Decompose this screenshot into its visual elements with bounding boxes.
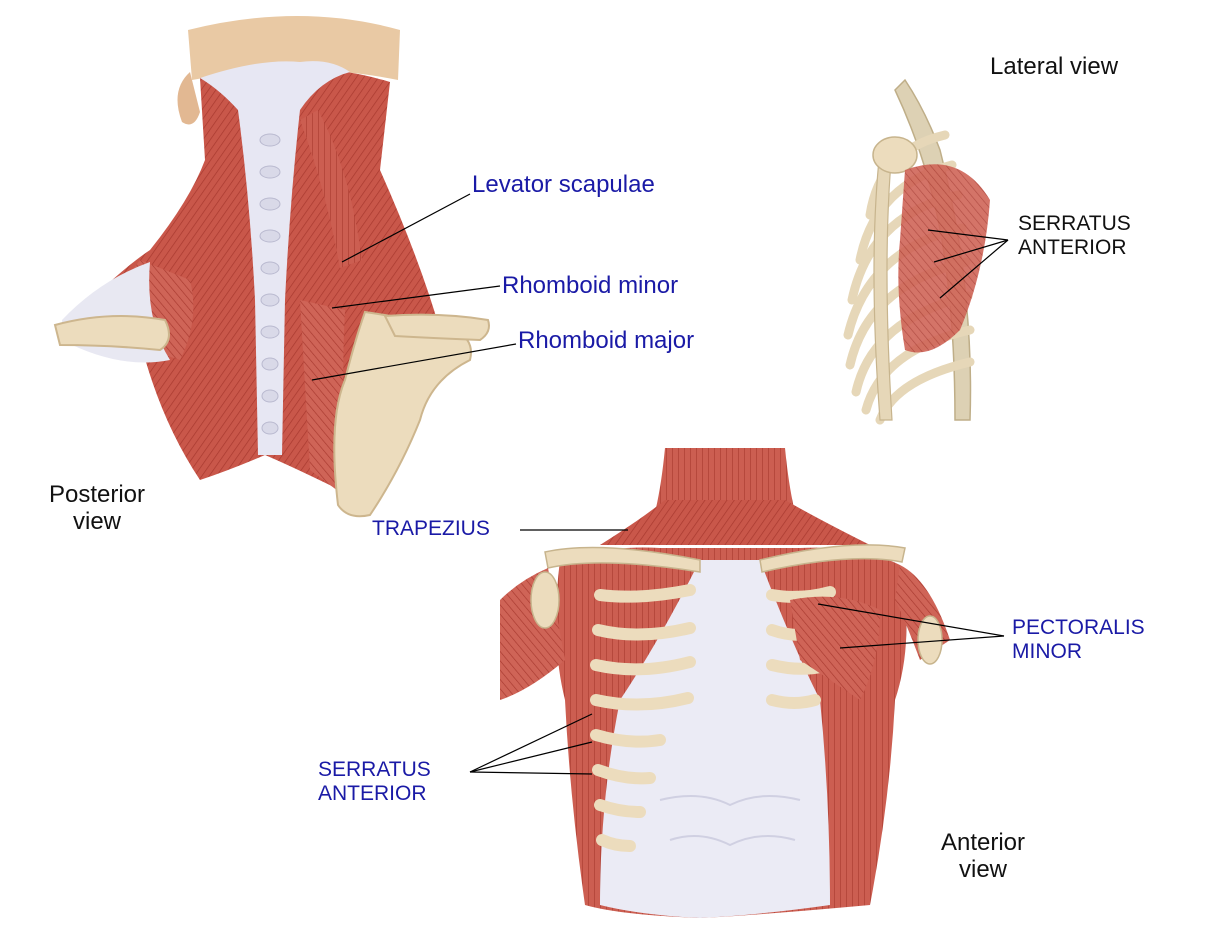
lateral-serratus-line1: SERRATUS	[1018, 212, 1131, 235]
serratus-anterior-leader-1	[469, 713, 593, 773]
pectoralis-minor-muscle	[790, 596, 880, 700]
posterior-view-line1: Posterior	[48, 481, 146, 508]
acromion-right	[383, 313, 490, 342]
rhomboid-major-leader-line	[311, 343, 517, 381]
rhomboid-major-label: Rhomboid major	[518, 327, 695, 354]
lateral-serratus-leader-1	[927, 229, 1009, 241]
pectoralis-line2: MINOR	[1012, 639, 1082, 663]
clavicle-right-anterior	[759, 544, 906, 573]
serratus-anterior-label: SERRATUS ANTERIOR	[318, 758, 431, 805]
rhomboid-minor-label: Rhomboid minor	[502, 272, 679, 299]
anterior-view-line2: view	[958, 855, 1007, 883]
lateral-view-label: Lateral view	[990, 53, 1119, 80]
lateral-serratus-leader-2	[933, 239, 1009, 263]
lateral-shoulder	[872, 136, 918, 174]
anterior-trapezius	[600, 500, 870, 545]
levator-scapulae-muscle	[300, 110, 362, 268]
levator-scapulae-label: Levator scapulae	[472, 171, 655, 198]
serratus-line1: SERRATUS	[318, 758, 431, 781]
pectoralis-minor-label: PECTORALIS MINOR	[1012, 616, 1145, 663]
abdominal-fascia-detail	[659, 795, 801, 847]
ear-left	[177, 72, 200, 125]
levator-leader-line	[341, 193, 471, 263]
serratus-anterior-leader-2	[469, 741, 593, 773]
posterior-illustration	[53, 16, 517, 518]
anterior-view-label: Anterior view	[918, 829, 1048, 884]
lateral-illustration	[843, 78, 1009, 425]
vertebrae	[259, 133, 281, 435]
lateral-serratus-leader-3	[939, 239, 1009, 299]
linea-alba-fascia	[600, 560, 830, 918]
trapezius-label: TRAPEZIUS	[372, 517, 490, 540]
humerus-left	[530, 571, 560, 629]
pectoralis-leader-2	[839, 635, 1005, 649]
lateral-sternum	[873, 149, 893, 421]
anterior-view-line1: Anterior	[940, 829, 1026, 856]
pectoralis-leader-1	[817, 603, 1005, 637]
lateral-serratus-label: SERRATUS ANTERIOR	[1018, 212, 1131, 259]
head-skin	[188, 16, 400, 80]
serratus-anterior-leader-3	[469, 771, 593, 775]
clavicle-left	[53, 315, 170, 352]
lateral-serratus-line2: ANTERIOR	[1018, 235, 1127, 259]
scapula-bone	[333, 310, 472, 518]
serratus-line2: ANTERIOR	[318, 781, 427, 805]
posterior-view-line2: view	[72, 507, 121, 535]
pectoralis-line1: PECTORALIS	[1012, 616, 1145, 639]
spine-fascia	[200, 61, 350, 455]
anterior-illustration	[469, 448, 1005, 918]
clavicle-left-anterior	[544, 546, 701, 573]
anterior-ribs-left	[590, 584, 696, 852]
posterior-view-label: Posterior view	[30, 481, 164, 536]
rhomboid-minor-leader-line	[331, 285, 501, 309]
